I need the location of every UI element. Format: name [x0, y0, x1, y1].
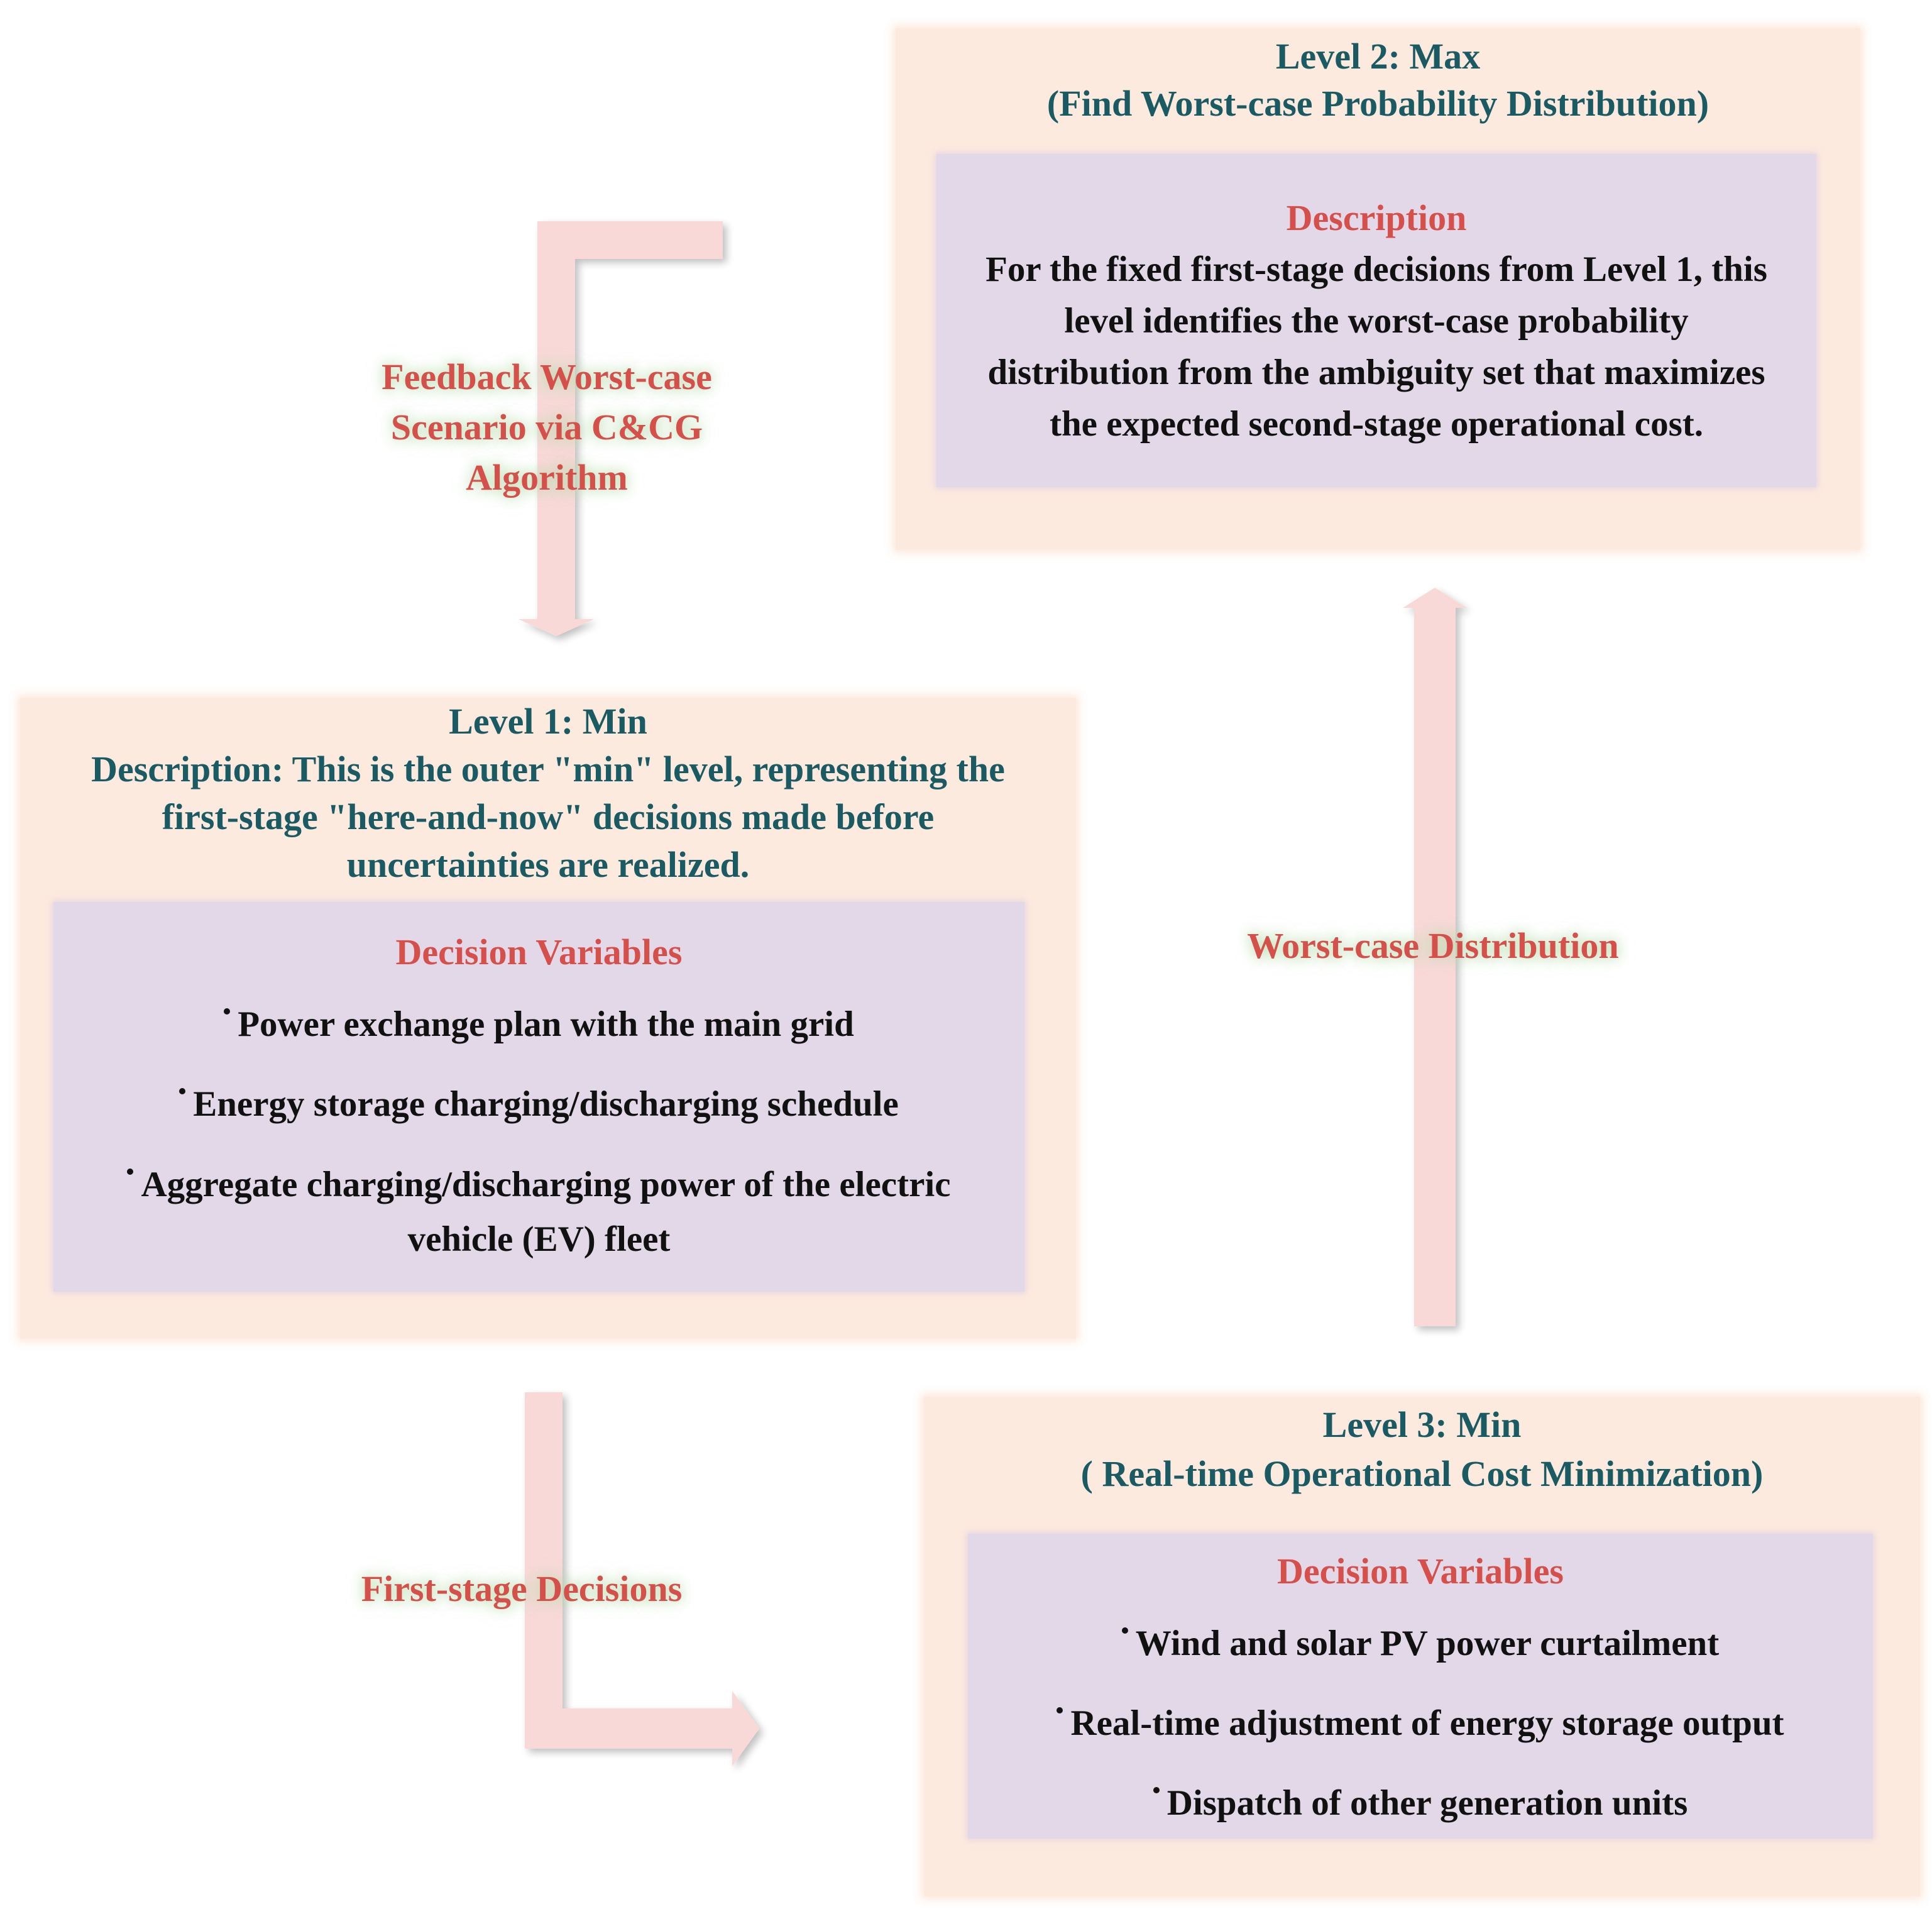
level2-subtitle: (Find Worst-case Probability Distributio… — [1046, 83, 1710, 124]
level1-panel: Level 1: Min Description: This is the ou… — [20, 698, 1076, 1339]
bullet-icon — [179, 1088, 186, 1094]
worst-case-arrow-label: Worst-case Distribution — [1247, 925, 1619, 966]
feedback-arrow-label: Feedback Worst-case Scenario via C&CG Al… — [352, 352, 742, 503]
level3-bullet-3-text: Dispatch of other generation units — [1166, 1783, 1688, 1823]
level3-bullet-3: Dispatch of other generation units — [968, 1778, 1873, 1829]
level1-description-line-3: uncertainties are realized. — [346, 844, 750, 885]
level3-bullet-2-text: Real-time adjustment of energy storage o… — [1070, 1703, 1784, 1743]
level2-title: Level 2: Max — [1275, 36, 1481, 77]
level1-bullet-1: Power exchange plan with the main grid — [53, 999, 1024, 1050]
level1-title: Level 1: Min — [449, 701, 647, 742]
bullet-icon — [224, 1008, 231, 1015]
level1-bullet-3: Aggregate charging/discharging power of … — [53, 1160, 1024, 1210]
level1-bullet-2: Energy storage charging/discharging sche… — [53, 1079, 1024, 1130]
level3-subtitle: ( Real-time Operational Cost Minimizatio… — [1080, 1453, 1764, 1494]
level1-bullet-3-continuation: vehicle (EV) fleet — [407, 1219, 671, 1259]
feedback-arrow — [519, 221, 723, 636]
feedback-label-line-2: Scenario via C&CG — [390, 407, 703, 448]
level3-panel: Level 3: Min ( Real-time Operational Cos… — [924, 1397, 1920, 1896]
level3-section-heading: Decision Variables — [1277, 1551, 1564, 1592]
level1-bullet-2-text: Energy storage charging/discharging sche… — [193, 1084, 899, 1124]
level1-bullet-1-text: Power exchange plan with the main grid — [238, 1004, 854, 1044]
level2-description-box: Description For the fixed first-stage de… — [936, 154, 1816, 487]
level1-description-line-2: first-stage "here-and-now" decisions mad… — [162, 796, 935, 837]
first-stage-arrow-label: First-stage Decisions — [361, 1568, 683, 1609]
bullet-icon — [1153, 1787, 1160, 1793]
level3-bullet-2: Real-time adjustment of energy storage o… — [968, 1698, 1873, 1749]
bullet-icon — [1057, 1707, 1063, 1713]
feedback-label-line-3: Algorithm — [466, 457, 628, 498]
level1-bullet-3-text: Aggregate charging/discharging power of … — [141, 1165, 951, 1204]
level3-decision-box: Decision Variables Wind and solar PV pow… — [968, 1534, 1873, 1839]
level2-description-line-3: distribution from the ambiguity set that… — [987, 353, 1765, 392]
level2-description-line-2: level identifies the worst-case probabil… — [1064, 301, 1689, 341]
level1-section-heading: Decision Variables — [395, 932, 683, 972]
first-stage-arrow — [525, 1392, 759, 1766]
level3-bullet-1: Wind and solar PV power curtailment — [968, 1619, 1873, 1669]
worst-case-arrow — [1403, 588, 1467, 1326]
level2-panel: Level 2: Max (Find Worst-case Probabilit… — [896, 28, 1860, 550]
level2-section-heading: Description — [1286, 197, 1467, 238]
level1-decision-box: Decision Variables Power exchange plan w… — [53, 902, 1024, 1292]
level3-title: Level 3: Min — [1322, 1404, 1522, 1445]
level2-description-line-4: the expected second-stage operational co… — [1049, 404, 1704, 444]
bullet-icon — [127, 1169, 134, 1175]
level2-description-line-1: For the fixed first-stage decisions from… — [985, 250, 1767, 289]
level3-bullet-1-text: Wind and solar PV power curtailment — [1135, 1624, 1720, 1663]
feedback-label-line-1: Feedback Worst-case — [381, 356, 712, 397]
bullet-icon — [1121, 1627, 1128, 1634]
level1-description-line-1: Description: This is the outer "min" lev… — [91, 749, 1005, 789]
